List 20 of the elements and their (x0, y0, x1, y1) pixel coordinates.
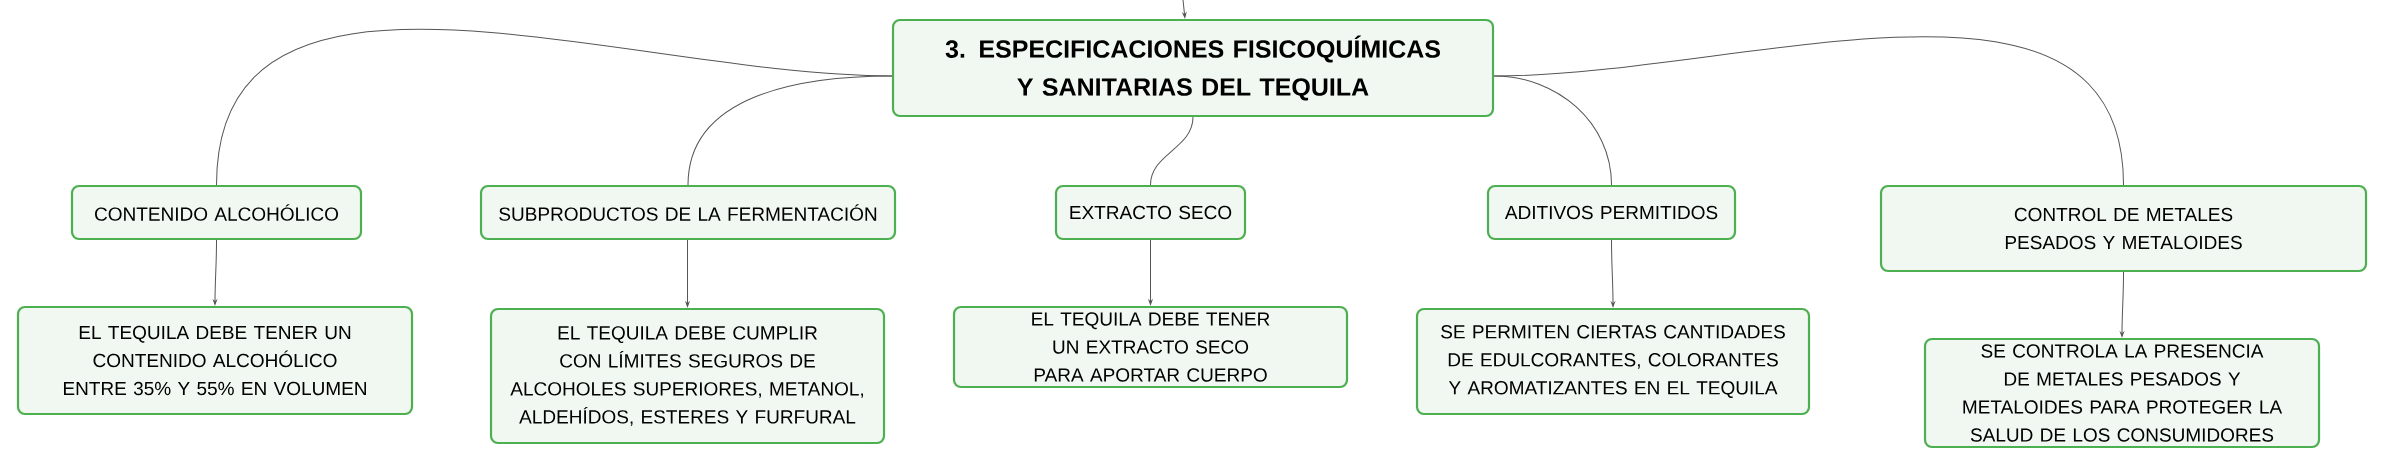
connector (213, 239, 217, 305)
topic-box: ADITIVOS PERMITIDOS (1486, 184, 1737, 241)
connector (2120, 271, 2124, 337)
description-box: EL TEQUILA DEBE CUMPLIR CON LÍMITES SEGUROS DE ALCOHOLES SUPERIORES, METANOL, ALDEHÍDOS, ESTERES Y FURFURAL (489, 307, 886, 445)
connector (1148, 239, 1153, 305)
title-box: 3. ESPECIFICACIONES FISICOQUÍMICAS Y SANITARIAS DEL TEQUILA (891, 18, 1495, 118)
connector (1493, 36, 2124, 186)
description-box: SE CONTROLA LA PRESENCIA DE METALES PESADOS Y METALOIDES PARA PROTEGER LA SALUD DE LOS CONSUMIDORES (1923, 337, 2321, 449)
description-box: EL TEQUILA DEBE TENER UN EXTRACTO SECO PARA APORTAR CUERPO (952, 305, 1349, 389)
connector (1150, 116, 1194, 186)
topic-box: EXTRACTO SECO (1054, 184, 1247, 241)
description-box: SE PERMITEN CIERTAS CANTIDADES DE EDULCORANTES, COLORANTES Y AROMATIZANTES EN EL TEQUILA (1415, 307, 1811, 416)
topic-box: CONTENIDO ALCOHÓLICO (70, 184, 363, 241)
connector (685, 239, 690, 307)
connector (1611, 239, 1615, 307)
topic-box: SUBPRODUCTOS DE LA FERMENTACIÓN (479, 184, 897, 241)
connector (687, 75, 893, 186)
description-box: EL TEQUILA DEBE TENER UN CONTENIDO ALCOHÓLICO ENTRE 35% Y 55% EN VOLUMEN (16, 305, 414, 416)
connector (1182, 0, 1187, 18)
topic-box: CONTROL DE METALES PESADOS Y METALOIDES (1879, 184, 2368, 273)
